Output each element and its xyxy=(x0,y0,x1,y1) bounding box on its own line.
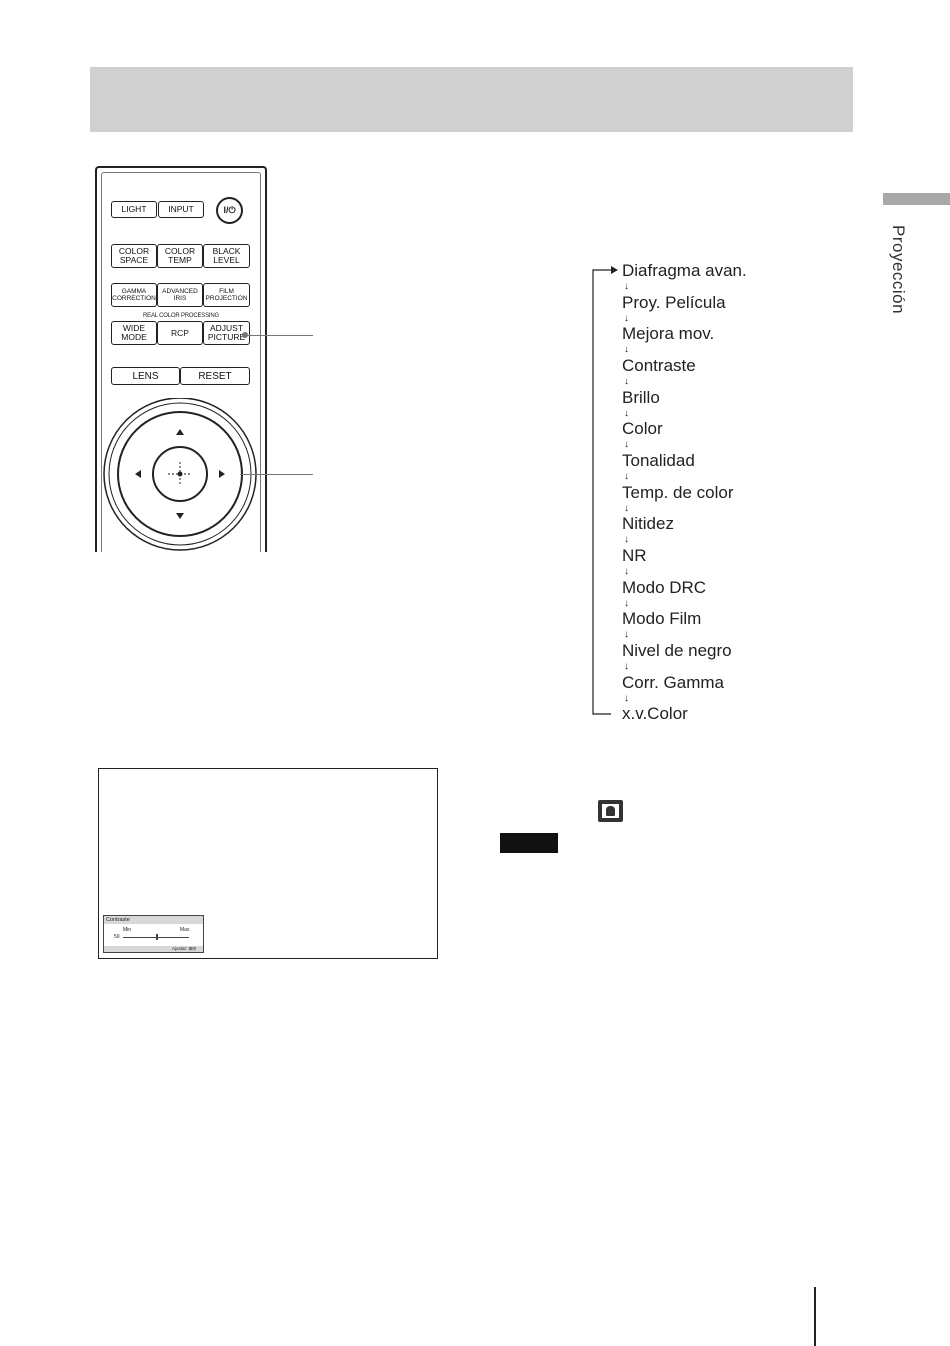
direction-pad[interactable] xyxy=(100,398,262,560)
input-button[interactable]: INPUT xyxy=(158,201,204,218)
light-button[interactable]: LIGHT xyxy=(111,201,157,218)
down-arrow-icon: ↓ xyxy=(624,598,629,609)
adjust-picture-button[interactable]: ADJUST PICTURE xyxy=(203,321,250,345)
color-space-button[interactable]: COLOR SPACE xyxy=(111,244,157,268)
flow-item: Corr. Gamma xyxy=(622,673,725,692)
down-arrow-icon: ↓ xyxy=(624,313,629,324)
advanced-iris-button[interactable]: ADVANCED IRIS xyxy=(157,283,203,307)
film-projection-button[interactable]: FILM PROJECTION xyxy=(203,283,250,307)
osd-slider-knob xyxy=(156,934,158,940)
notes-heading-block xyxy=(500,833,558,853)
flow-item: Tonalidad xyxy=(622,451,695,470)
flow-item: Nivel de negro xyxy=(622,641,732,660)
down-arrow-icon: ↓ xyxy=(624,693,629,704)
callout-line-direction-pad xyxy=(240,474,313,475)
reset-button[interactable]: RESET xyxy=(180,367,250,385)
power-button[interactable]: I/⏻ xyxy=(216,197,243,224)
page-number-rule xyxy=(814,1287,816,1346)
flow-item: Diafragma avan. xyxy=(622,261,747,280)
flow-item: Nitidez xyxy=(622,514,674,533)
down-arrow-icon: ↓ xyxy=(624,661,629,672)
down-arrow-icon: ↓ xyxy=(624,344,629,355)
gamma-correction-button[interactable]: GAMMA CORRECTION xyxy=(111,283,157,307)
osd-max-label: Max xyxy=(180,927,190,933)
flow-item: x.v.Color xyxy=(622,704,688,723)
flow-item: Color xyxy=(622,419,663,438)
remote-control-inner xyxy=(101,172,261,552)
down-arrow-icon: ↓ xyxy=(624,281,629,292)
lens-button[interactable]: LENS xyxy=(111,367,180,385)
down-arrow-icon: ↓ xyxy=(624,503,629,514)
flow-item: Contraste xyxy=(622,356,696,375)
wide-mode-button[interactable]: WIDE MODE xyxy=(111,321,157,345)
osd-value: 50 xyxy=(114,934,120,940)
down-arrow-icon: ↓ xyxy=(624,471,629,482)
flow-item: Modo Film xyxy=(622,609,702,628)
loop-bracket xyxy=(592,266,618,715)
color-temp-button[interactable]: COLOR TEMP xyxy=(157,244,203,268)
flow-item: Proy. Película xyxy=(622,293,726,312)
side-tab-marker xyxy=(883,193,950,205)
down-arrow-icon: ↓ xyxy=(624,629,629,640)
rcp-caption: REAL COLOR PROCESSING xyxy=(143,313,219,319)
picture-menu-icon-figure xyxy=(606,806,615,816)
rcp-button[interactable]: RCP xyxy=(157,321,203,345)
callout-dot xyxy=(242,332,248,338)
flow-item: Modo DRC xyxy=(622,578,707,597)
flow-item: Brillo xyxy=(622,388,660,407)
black-level-button[interactable]: BLACK LEVEL xyxy=(203,244,250,268)
side-tab-label: Proyección xyxy=(889,225,908,315)
callout-line-adjust-picture xyxy=(245,335,313,336)
down-arrow-icon: ↓ xyxy=(624,534,629,545)
down-arrow-icon: ↓ xyxy=(624,408,629,419)
down-arrow-icon: ↓ xyxy=(624,439,629,450)
flow-item: Mejora mov. xyxy=(622,324,715,343)
osd-footer-bar xyxy=(104,946,203,952)
flow-item: Temp. de color xyxy=(622,483,734,502)
osd-footer-text: Ajustar: ⊞⊟ xyxy=(172,946,197,951)
down-arrow-icon: ↓ xyxy=(624,376,629,387)
down-arrow-icon: ↓ xyxy=(624,566,629,577)
header-band xyxy=(90,67,853,132)
flow-item: NR xyxy=(622,546,647,565)
osd-min-label: Min xyxy=(123,927,132,933)
screen-illustration xyxy=(98,768,438,959)
osd-title: Contraste xyxy=(104,916,203,924)
